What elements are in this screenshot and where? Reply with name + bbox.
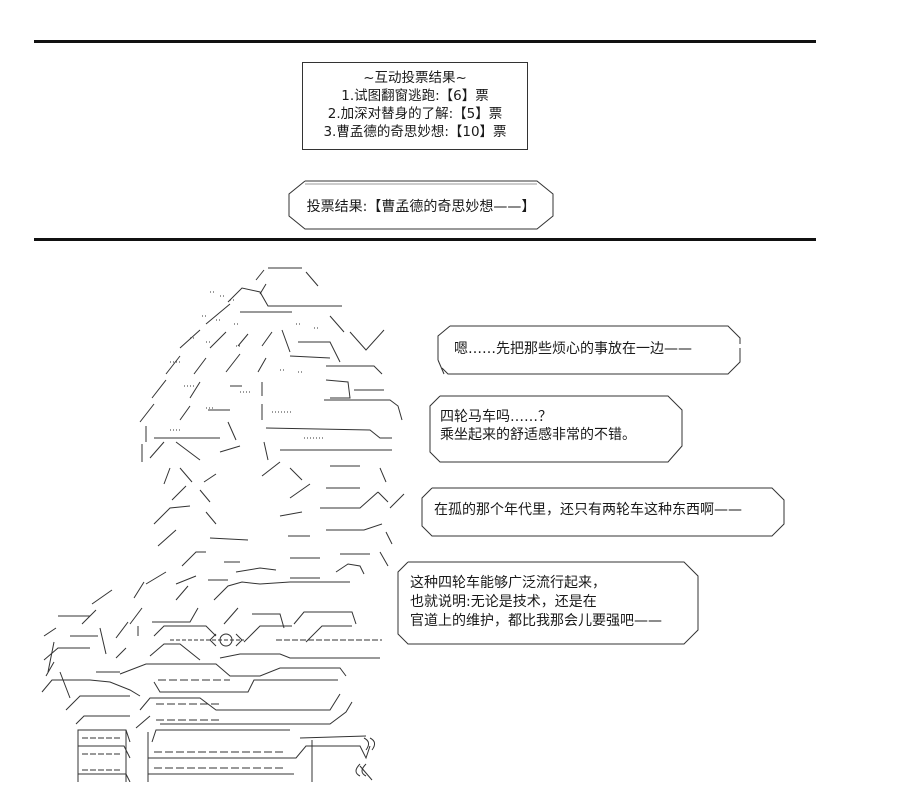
- character-illustration: [30, 262, 410, 782]
- speech-bubble-1: 嗯……先把那些烦心的事放在一边——: [436, 322, 742, 376]
- vote-results-panel: ~互动投票结果~ 1.试图翻窗逃跑:【6】票 2.加深对替身的了解:【5】票 3…: [302, 62, 528, 150]
- bubble-3-line-1: 在孤的那个年代里，还只有两轮车这种东西啊——: [434, 502, 742, 518]
- bubble-4-line-2: 也就说明:无论是技术，还是在: [410, 594, 597, 610]
- character-art-lines: [41, 267, 405, 782]
- bubble-4-line-1: 这种四轮车能够广泛流行起来，: [410, 575, 606, 591]
- final-result-panel: 投票结果:【曹孟德的奇思妙想——】: [287, 180, 555, 230]
- speech-bubble-2: 四轮马车吗……？ 乘坐起来的舒适感非常的不错。: [426, 392, 684, 464]
- top-divider: [34, 40, 816, 43]
- bubble-2-line-1: 四轮马车吗……？: [440, 409, 552, 425]
- speech-bubble-3: 在孤的那个年代里，还只有两轮车这种东西啊——: [418, 484, 788, 538]
- final-result-text: 投票结果:【曹孟德的奇思妙想——】: [306, 199, 536, 215]
- result-frame: [288, 180, 554, 230]
- vote-panel-title: ~互动投票结果~: [363, 70, 467, 86]
- bubble-1-line-1: 嗯……先把那些烦心的事放在一边——: [454, 341, 692, 357]
- speech-bubble-4: 这种四轮车能够广泛流行起来， 也就说明:无论是技术，还是在 官道上的维护，都比我…: [394, 558, 700, 646]
- bubble-4-frame: [397, 561, 699, 645]
- bubble-3-frame: [421, 487, 785, 537]
- vote-option-3: 3.曹孟德的奇思妙想:【10】票: [323, 124, 507, 140]
- bubble-1-frame: [437, 325, 741, 375]
- bubble-2-line-2: 乘坐起来的舒适感非常的不错。: [440, 427, 636, 443]
- bottom-divider: [34, 238, 816, 241]
- vote-option-1: 1.试图翻窗逃跑:【6】票: [341, 88, 489, 104]
- bubble-2-frame: [429, 395, 683, 463]
- vote-option-2: 2.加深对替身的了解:【5】票: [327, 106, 503, 122]
- bubble-4-line-3: 官道上的维护，都比我那会儿要强吧——: [410, 613, 662, 629]
